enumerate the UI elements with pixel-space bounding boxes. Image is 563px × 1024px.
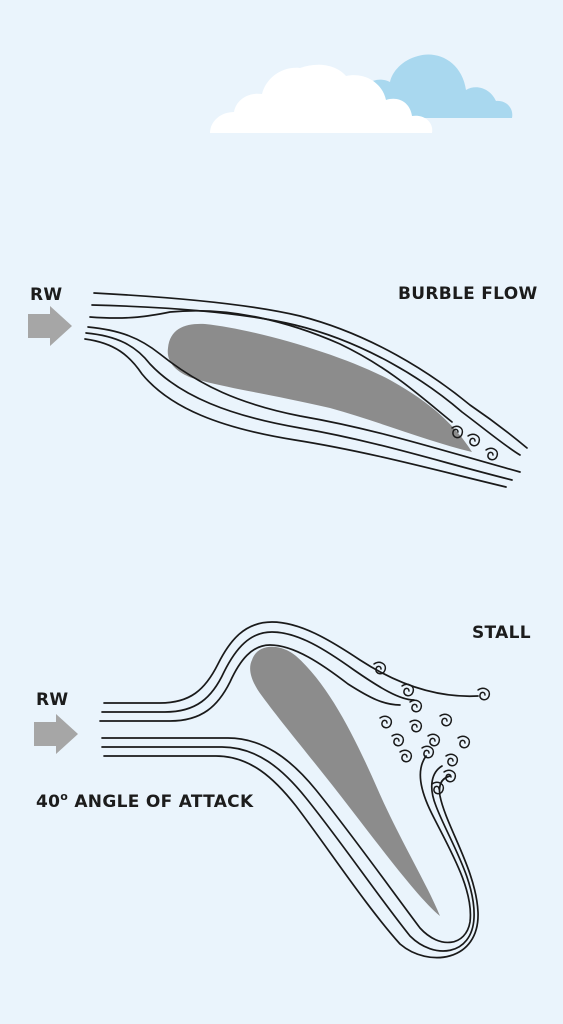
stall-label: STALL [472,623,531,643]
angle-of-attack-label: 40o ANGLE OF ATTACK [36,790,253,812]
cloud-icon [210,54,513,133]
arrow-right-icon [28,306,72,346]
degree-symbol: o [60,790,69,803]
burble-flow-label: BURBLE FLOW [398,284,538,304]
streamlines-upper [89,292,528,456]
relative-wind-label: RW [36,690,69,710]
arrow-right-icon [34,714,78,754]
airfoil-shape [250,646,440,916]
airfoil-shape [167,323,473,452]
stall-panel [34,621,491,959]
angle-suffix: ANGLE OF ATTACK [74,792,254,812]
angle-value: 40 [36,792,61,812]
relative-wind-label: RW [30,285,63,305]
turbulence-eddies [373,661,491,795]
burble-flow-panel [28,292,528,488]
streamlines-lower [101,737,479,959]
turbulence-eddies [451,425,499,461]
streamlines-lower [84,326,521,488]
